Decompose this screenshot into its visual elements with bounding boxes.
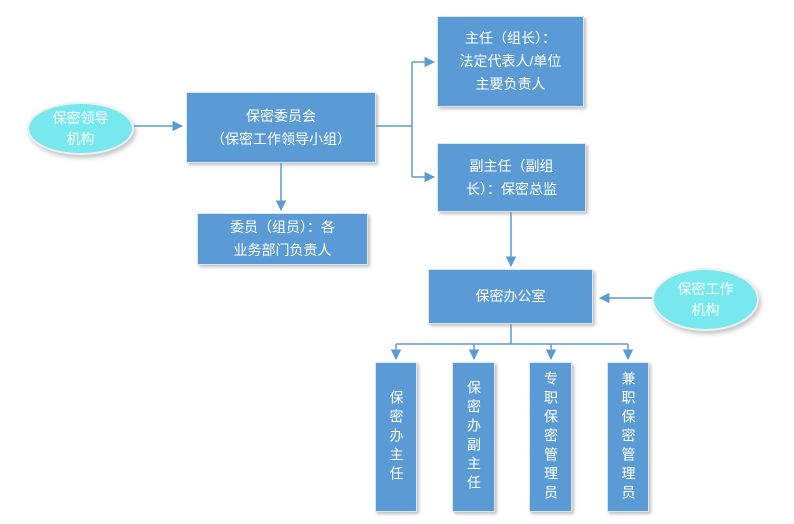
connector-office-rail <box>396 324 628 345</box>
node-parttime-secrecy-admin: 兼职保密管理员 <box>607 362 649 512</box>
node-label-line: 法定代表人/单位 <box>459 53 562 69</box>
node-label-line: 保密领导 <box>52 109 109 126</box>
node-office-deputy-director: 保密办副主任 <box>452 362 495 512</box>
node-label-line: 副主任（副组 <box>469 157 554 174</box>
node-label-vertical: 兼职保密管理员 <box>620 370 637 504</box>
node-label-line: 主要负责人 <box>475 76 546 92</box>
node-label-vertical: 保密办副主任 <box>466 380 482 494</box>
node-label-line: 保密办公室 <box>475 288 546 304</box>
node-deputy-director: 副主任（副组 长）：保密总监 <box>437 143 586 212</box>
node-office-director: 保密办主任 <box>375 362 417 512</box>
node-committee-members: 委员（组员）：各 业务部门负责人 <box>197 213 368 265</box>
node-secrecy-work-org: 保密工作 机构 <box>652 268 759 331</box>
node-secrecy-leadership-org: 保密领导 机构 <box>27 102 134 155</box>
connector-committee-elbow <box>376 62 413 177</box>
node-label-line: 保密工作 <box>677 280 734 297</box>
node-director: 主任（组长）： 法定代表人/单位 主要负责人 <box>437 16 584 107</box>
node-label-line: 机构 <box>691 301 720 318</box>
node-label-line: （保密工作领导小组） <box>211 130 351 147</box>
node-label-line: 保密委员会 <box>246 107 316 124</box>
node-secrecy-office: 保密办公室 <box>428 269 593 324</box>
node-fulltime-secrecy-admin: 专职保密管理员 <box>529 362 572 512</box>
node-label-vertical: 专职保密管理员 <box>543 370 559 504</box>
node-label-line: 主任（组长）： <box>465 30 556 46</box>
node-label-line: 长）：保密总监 <box>466 180 557 197</box>
node-label-line: 机构 <box>66 130 95 147</box>
node-label-vertical: 保密办主任 <box>388 389 405 485</box>
node-label-line: 业务部门负责人 <box>233 242 332 258</box>
node-label-line: 委员（组员）：各 <box>230 219 335 235</box>
node-secrecy-committee: 保密委员会 （保密工作领导小组） <box>186 92 376 163</box>
